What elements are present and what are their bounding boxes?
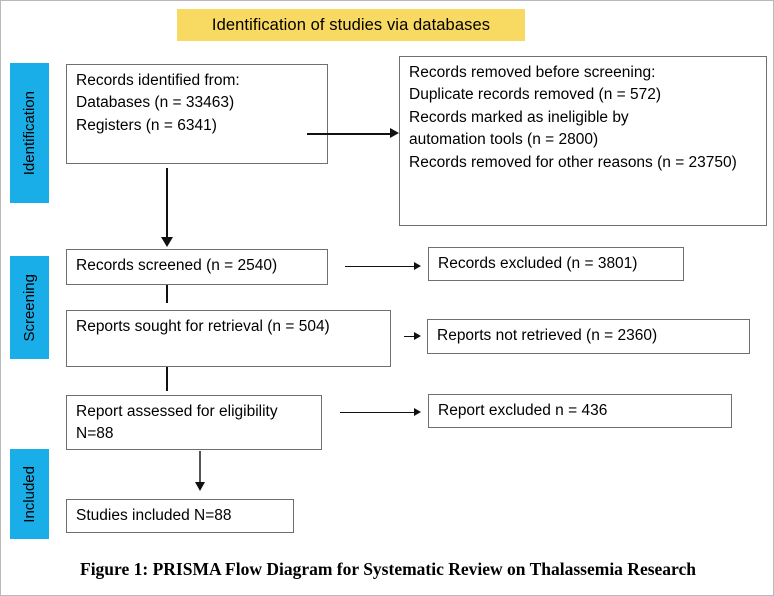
arrowhead-identified-to-removed-icon xyxy=(390,128,399,138)
arrowhead-sought-to-not-retrieved-icon xyxy=(414,332,421,340)
box-records-removed-line-2: Duplicate records removed (n = 572) xyxy=(409,86,661,104)
stage-label-screening-text: Screening xyxy=(21,273,38,342)
box-records-identified-line-1: Records identified from: xyxy=(76,72,240,89)
box-report-excluded: Report excluded n = 436 xyxy=(428,394,732,428)
arrowhead-screened-to-excluded-icon xyxy=(414,262,421,270)
arrowhead-assessed-to-studies-included-icon xyxy=(195,482,205,491)
stage-label-identification: Identification xyxy=(10,63,49,203)
connector-screened-to-sought xyxy=(166,285,168,303)
box-records-removed-line-1: Records removed before screening: xyxy=(409,64,656,81)
arrowhead-identified-to-screened-icon xyxy=(161,237,173,247)
box-reports-not-retrieved: Reports not retrieved (n = 2360) xyxy=(427,319,750,354)
box-report-assessed-line-1: Report assessed for eligibility N=88 xyxy=(76,403,278,443)
connector-sought-to-assessed xyxy=(166,367,168,391)
box-reports-sought-for-retrieval: Reports sought for retrieval (n = 504) xyxy=(66,310,391,367)
stage-label-screening: Screening xyxy=(10,256,49,359)
diagram-title-banner: Identification of studies via databases xyxy=(177,9,525,41)
box-records-screened-line-1: Records screened (n = 2540) xyxy=(76,257,278,274)
stage-label-included: Included xyxy=(10,449,49,539)
box-records-excluded: Records excluded (n = 3801) xyxy=(428,247,684,281)
arrowhead-assessed-to-report-excluded-icon xyxy=(414,408,421,416)
box-reports-sought-line-1: Reports sought for retrieval (n = 504) xyxy=(76,318,330,335)
box-report-assessed-for-eligibility: Report assessed for eligibility N=88 xyxy=(66,395,322,450)
connector-identified-to-screened xyxy=(166,168,168,240)
box-records-identified-line-3: Registers (n = 6341) xyxy=(76,116,217,134)
box-records-removed-before-screening: Records removed before screening: Duplic… xyxy=(399,56,767,226)
box-records-removed-line-4: automation tools (n = 2800) xyxy=(409,131,599,149)
box-records-removed-line-5: Records removed for other reasons (n = 2… xyxy=(409,153,737,171)
figure-caption: Figure 1: PRISMA Flow Diagram for System… xyxy=(80,559,696,579)
box-reports-not-retrieved-line-1: Reports not retrieved (n = 2360) xyxy=(437,327,658,344)
stage-label-included-text: Included xyxy=(21,465,38,523)
box-records-excluded-line-1: Records excluded (n = 3801) xyxy=(438,255,638,272)
box-studies-included: Studies included N=88 xyxy=(66,499,294,533)
connector-sought-to-not-retrieved xyxy=(404,336,416,337)
diagram-title-text: Identification of studies via databases xyxy=(211,15,491,34)
connector-screened-to-excluded xyxy=(345,266,415,267)
connector-assessed-to-studies-included xyxy=(199,451,201,485)
box-records-screened: Records screened (n = 2540) xyxy=(66,249,328,285)
box-studies-included-line-1: Studies included N=88 xyxy=(76,507,232,524)
connector-identified-to-removed xyxy=(307,133,391,135)
box-records-identified-line-2: Databases (n = 33463) xyxy=(76,94,235,112)
box-report-excluded-line-1: Report excluded n = 436 xyxy=(438,402,608,419)
connector-assessed-to-report-excluded xyxy=(340,412,416,413)
box-records-identified: Records identified from: Databases (n = … xyxy=(66,64,328,164)
stage-label-identification-text: Identification xyxy=(21,90,38,176)
box-records-removed-line-3: Records marked as ineligible by xyxy=(409,108,629,126)
